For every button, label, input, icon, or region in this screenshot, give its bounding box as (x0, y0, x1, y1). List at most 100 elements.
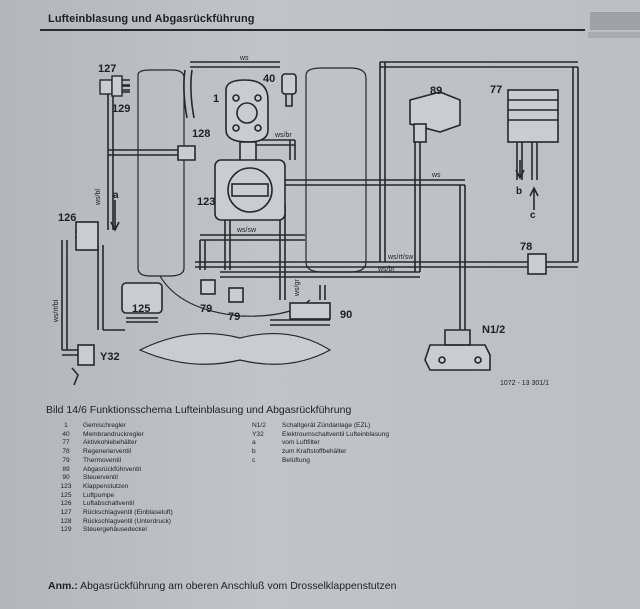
legend-row: Y32 Elektroumschaltventil Lufteinblasung (252, 431, 389, 440)
component-128-check-valve (177, 145, 196, 161)
legend-text: Schaltgerät Zündanlage (EZL) (282, 422, 371, 429)
component-77-charcoal-canister (507, 89, 559, 143)
hose-label-ws-rt-sw: ws/rt/sw (387, 254, 414, 261)
hose-label-ws-bl: ws/bl (95, 189, 102, 206)
label-Y32: Y32 (100, 351, 120, 363)
legend-row: 126 Luftabschaltventil (49, 500, 173, 509)
legend-key: Y32 (252, 430, 264, 438)
legend-row: 79 Thermoventil (49, 457, 173, 466)
label-78: 78 (520, 241, 532, 253)
hose-label-ws-top: ws (239, 55, 249, 62)
label-89: 89 (430, 85, 442, 97)
component-90-control-valve (289, 302, 331, 320)
note-prefix: Anm.: (48, 580, 78, 592)
label-126: 126 (58, 212, 76, 224)
label-123: 123 (197, 196, 215, 208)
legend-key: 77 (62, 439, 70, 447)
legend-key: 90 (62, 474, 70, 482)
legend-key: 128 (60, 517, 72, 525)
legend-row: 90 Steuerventil (49, 474, 173, 483)
legend-key: 125 (60, 491, 72, 499)
legend-text: Aktivkohlebehälter (83, 439, 137, 447)
legend-key: a (252, 439, 256, 447)
legend-text: Luftabschaltventil (83, 500, 134, 508)
legend-row: N1/2 Schaltgerät Zündanlage (EZL) (252, 422, 389, 431)
legend-key: 123 (60, 482, 72, 490)
engine-bank-left (137, 69, 185, 277)
margin-tab (590, 12, 640, 30)
legend-row: 1 Gemischregler (49, 422, 173, 431)
legend-row: a vom Luftfilter (252, 439, 389, 448)
legend-row: 125 Luftpumpe (49, 492, 173, 501)
header-rule (40, 29, 585, 31)
component-125-air-pump (121, 282, 163, 323)
legend-key: 89 (62, 465, 70, 473)
legend-text: Thermoventil (83, 456, 122, 464)
component-127-check-valve (99, 75, 130, 97)
label-79-right: 79 (228, 311, 240, 323)
label-127: 127 (98, 63, 116, 75)
component-78-regen-valve (527, 253, 547, 275)
hose-label-ws-mid: ws (431, 172, 441, 179)
legend-text: Elektroumschaltventil Lufteinblasung (282, 430, 390, 438)
legend-text: Steuerventil (83, 474, 118, 482)
legend-text: Klappenstutzen (83, 482, 129, 490)
label-1: 1 (213, 93, 219, 105)
hose-label-ws-sw: ws/sw (236, 227, 257, 234)
label-b: b (516, 186, 522, 197)
component-126-shutoff-valve (75, 221, 99, 251)
legend-text: Steuergehäusedeckel (83, 526, 147, 534)
margin-tab-lower (588, 32, 640, 38)
label-77: 77 (490, 84, 502, 96)
component-79-thermo-valves (200, 279, 244, 303)
hose-label-ws-br2: ws/br (377, 266, 395, 273)
component-40-pressure-regulator (281, 73, 297, 107)
component-N12-ignition-unit (424, 329, 491, 371)
label-90: 90 (340, 309, 352, 321)
legend-row: 89 Abgasrückführventil (49, 466, 173, 475)
legend-text: Luftpumpe (83, 491, 115, 499)
label-40: 40 (263, 73, 275, 85)
legend-right: N1/2 Schaltgerät Zündanlage (EZL) Y32 Elekt… (252, 422, 389, 466)
engine-bank-right (305, 67, 367, 273)
legend-key: 126 (60, 500, 72, 508)
legend-text: Belüftung (282, 456, 310, 464)
legend-key: 78 (62, 448, 70, 456)
legend-row: c Belüftung (252, 457, 389, 466)
arrow-c (529, 186, 539, 210)
label-128: 128 (192, 128, 210, 140)
hose-label-ws-br: ws/br (274, 132, 292, 139)
label-79-left: 79 (200, 303, 212, 315)
legend-key: 1 (64, 422, 68, 429)
component-123-throttle-body (214, 159, 286, 221)
legend-row: 78 Regenerierventil (49, 448, 173, 457)
legend-row: 77 Aktivkohlebehälter (49, 439, 173, 448)
hose-label-ws-rt-bl: ws/rt/bl (53, 299, 60, 323)
label-c: c (530, 210, 536, 221)
schematic-diagram: 127 129 40 1 128 123 126 125 79 79 90 89… (53, 55, 579, 387)
label-a: a (113, 190, 119, 201)
note-text: Abgasrückführung am oberen Anschluß vom … (77, 580, 397, 592)
label-125: 125 (132, 303, 150, 315)
legend-text: Abgasrückführventil (83, 465, 141, 473)
label-129: 129 (112, 103, 130, 115)
arrow-b (515, 160, 525, 180)
component-Y32-solenoid (71, 344, 95, 386)
hose-lines (61, 61, 579, 356)
arrow-a (110, 200, 120, 232)
legend-text: vom Luftfilter (282, 439, 320, 447)
legend-key: c (252, 456, 256, 464)
legend-text: Gemischregler (83, 422, 126, 429)
legend-text: Membrandruckregler (83, 430, 144, 438)
legend-key: 79 (62, 456, 70, 464)
component-89-egr-valve (409, 91, 461, 143)
legend-text: Regenerierventil (83, 448, 132, 456)
legend-key: N1/2 (252, 422, 266, 429)
